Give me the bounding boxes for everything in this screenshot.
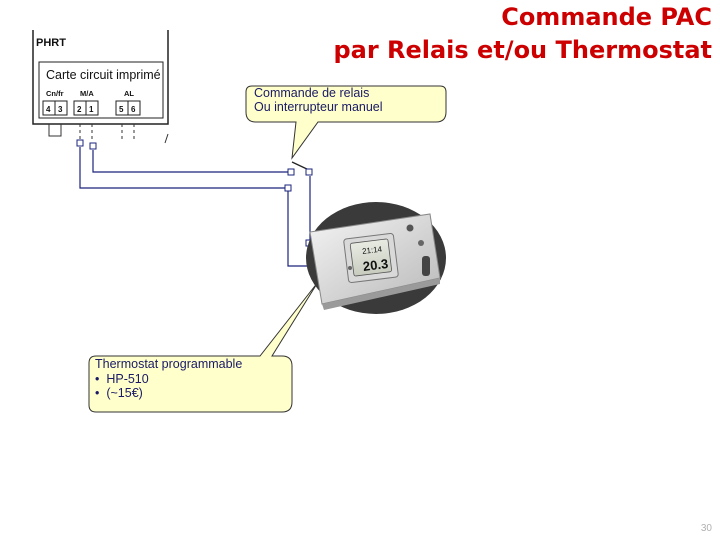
thermostat-temperature: 20.3: [362, 256, 389, 274]
circuit-board-label: Carte circuit imprimé: [46, 68, 161, 82]
connector-points: [76, 139, 313, 247]
group-label-al: AL: [124, 89, 134, 98]
thermostat-button-icon: [406, 224, 414, 232]
bullet-icon: •: [95, 372, 107, 386]
relay-callout-line2: Ou interrupteur manuel: [254, 100, 383, 114]
terminal-5: 5: [119, 105, 124, 114]
thermostat-button-icon: [418, 240, 424, 246]
terminal-6: 6: [131, 105, 136, 114]
slide-title-line1: Commande PAC: [501, 3, 712, 31]
phrt-label: PHRT: [36, 37, 66, 49]
thermostat-screen: [349, 238, 392, 277]
thermostat-callout-title: Thermostat programmable: [95, 357, 243, 371]
group-label-cnfr: Cn/fr: [46, 89, 64, 98]
slide-number: 30: [700, 523, 712, 534]
terminal-block: [42, 100, 141, 116]
thermostat-image: 21:14 20.3: [306, 202, 446, 314]
terminal-4: 4: [46, 105, 51, 114]
wires: [79, 147, 320, 267]
relay-callout-line1: Commande de relais: [254, 86, 370, 100]
terminal-1: 1: [89, 105, 94, 114]
bullet-icon: •: [95, 386, 107, 400]
thermostat-slider-icon: [422, 256, 430, 276]
relay-callout-bubble: [245, 85, 447, 160]
slide-title-line2: par Relais et/ou Thermostat: [333, 36, 712, 64]
phrt-unit: PHRT Carte circuit imprimé Cn/fr M/A AL …: [32, 30, 169, 125]
thermostat-callout-bubble: [88, 281, 319, 413]
terminal-2: 2: [77, 105, 82, 114]
thermostat-callout-bullet: • (~15€): [95, 386, 143, 400]
thermostat-callout-bullet: • HP-510: [95, 372, 149, 386]
terminal-stubs: [48, 124, 169, 144]
thermostat-time: 21:14: [362, 245, 384, 256]
terminal-3: 3: [58, 105, 63, 114]
group-label-ma: M/A: [80, 89, 94, 98]
